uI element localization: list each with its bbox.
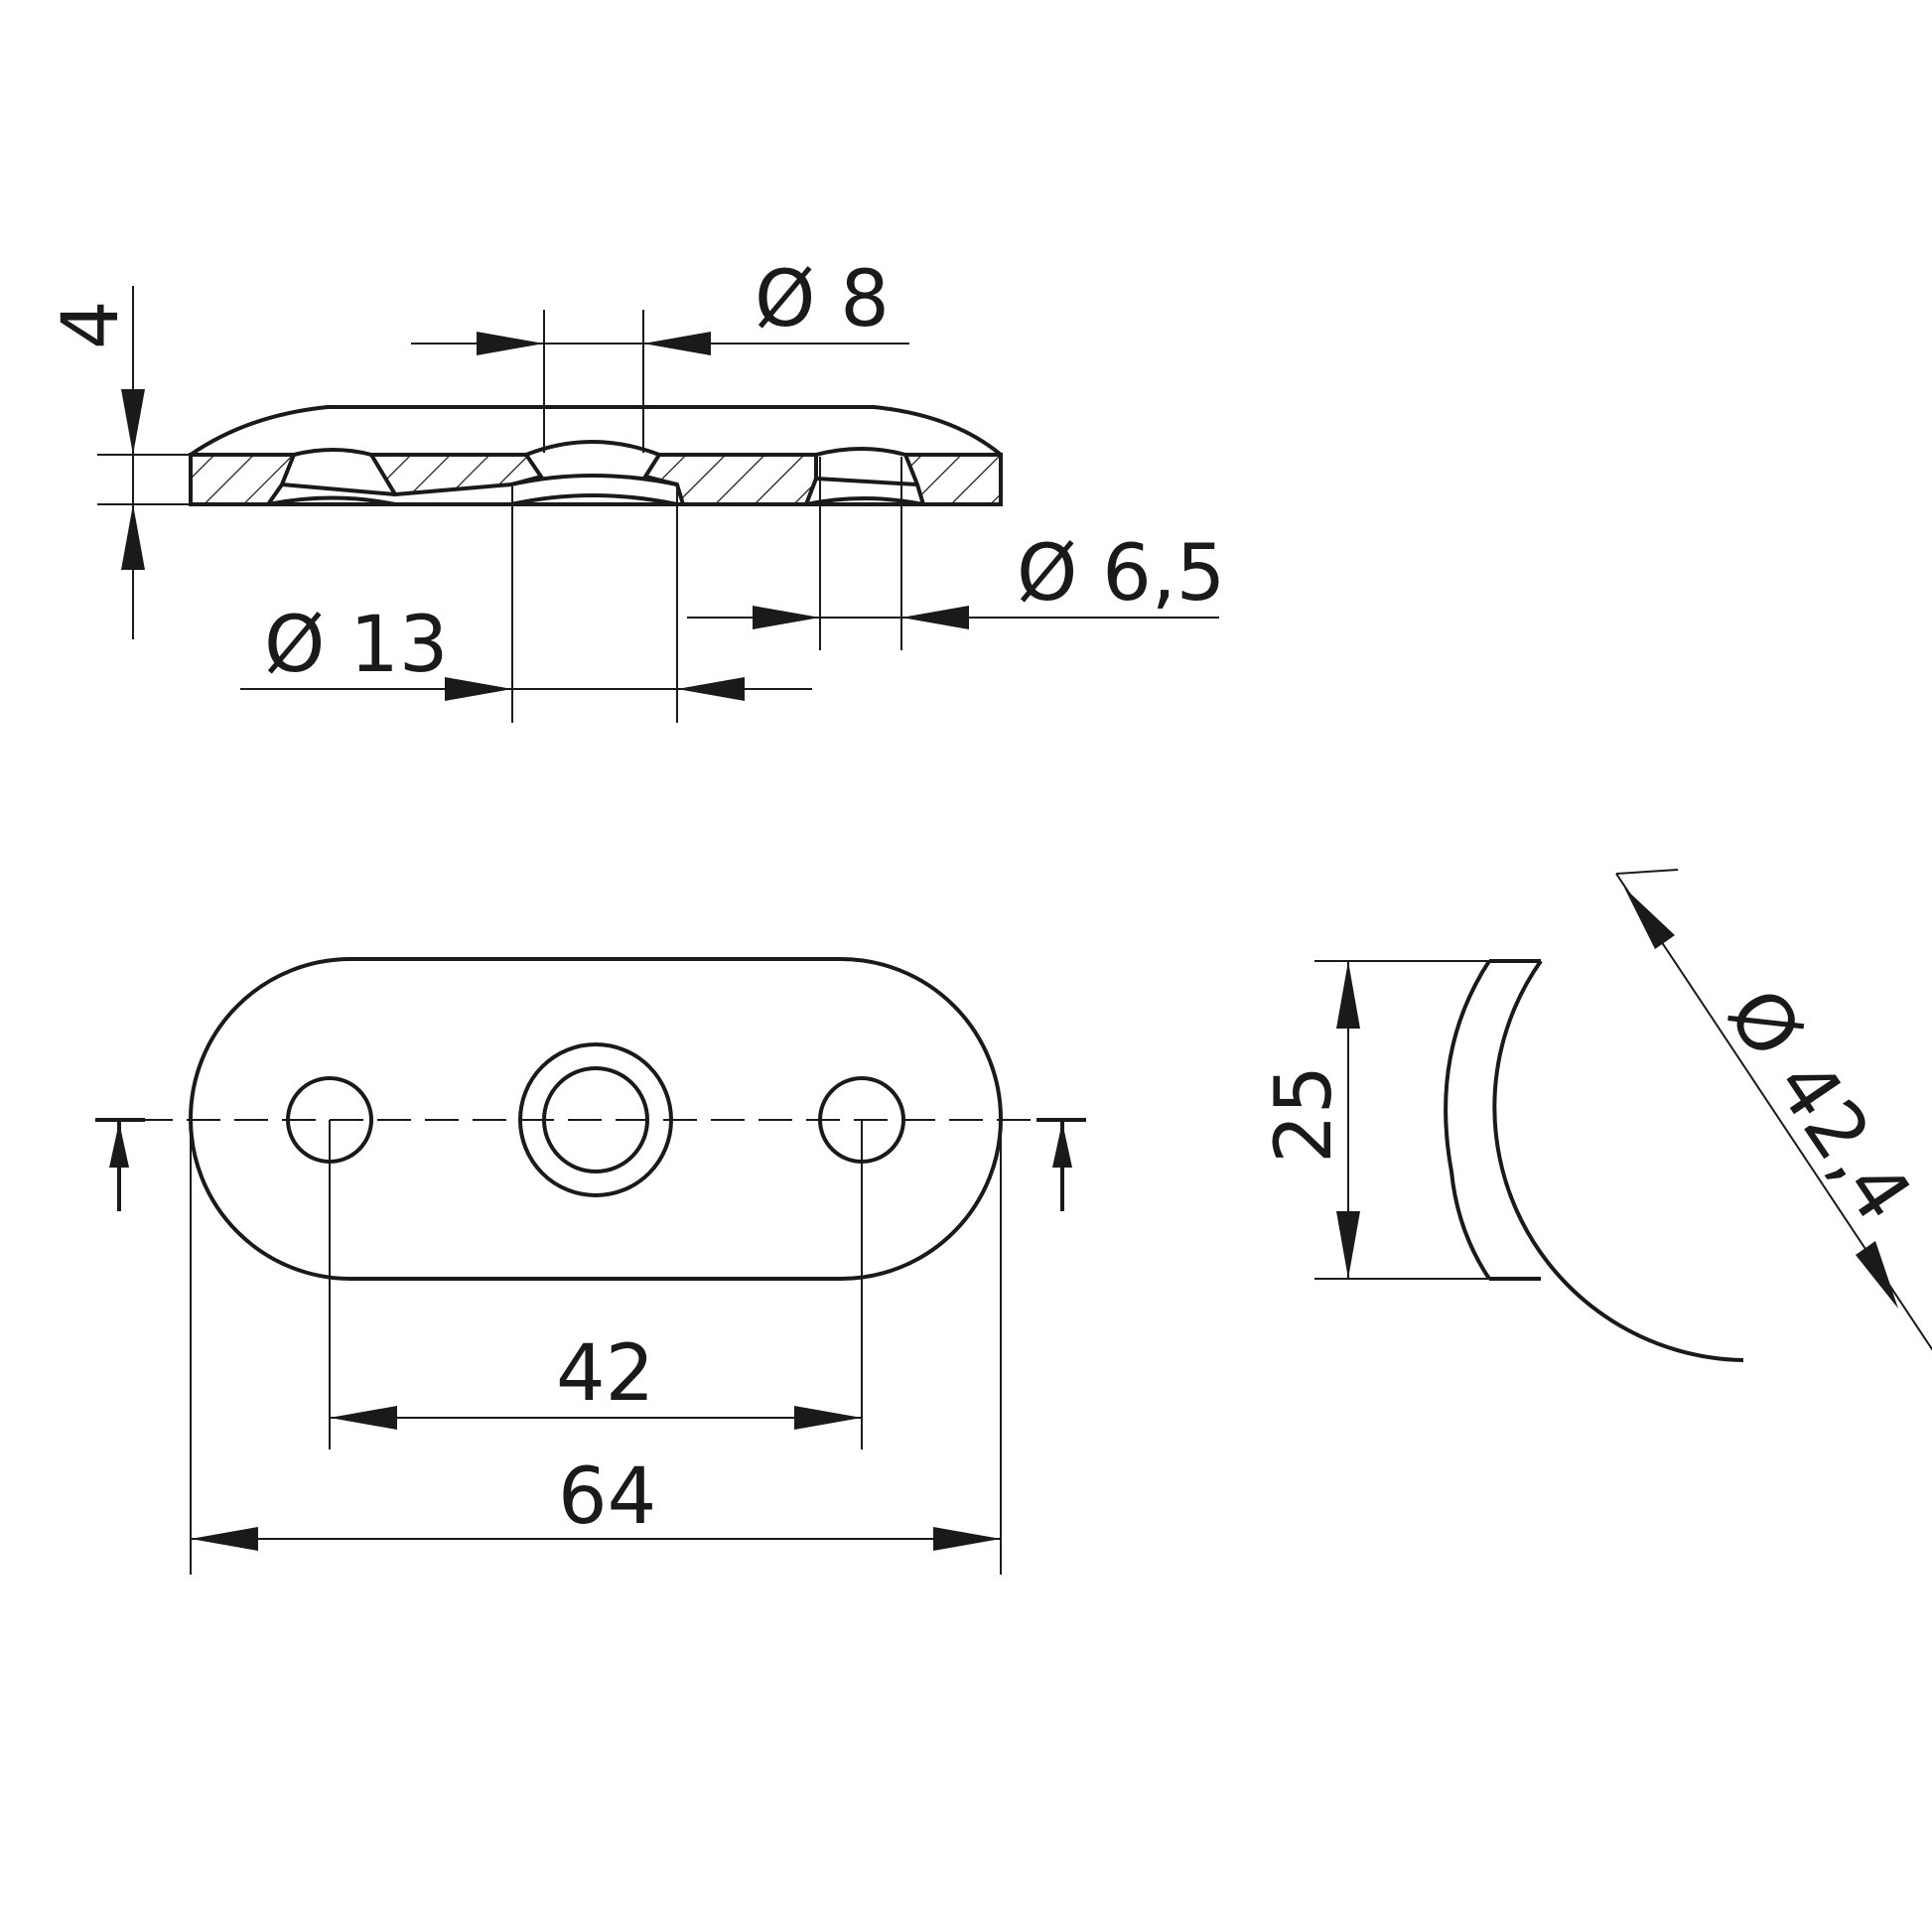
- dim-boss-diameter-label: Ø 13: [264, 601, 448, 690]
- section-view: [97, 310, 1003, 723]
- dim-bore-diameter-label: Ø 8: [755, 255, 890, 345]
- dim-boss-diameter: Ø 13: [240, 601, 812, 701]
- section-piece-left: [189, 453, 297, 506]
- dim-rail-diameter: Ø 42,4: [1615, 869, 1932, 1351]
- dim-width-label: 25: [1260, 1065, 1349, 1164]
- dim-bore-diameter: Ø 8: [411, 255, 909, 355]
- dim-thickness-label: 4: [47, 300, 136, 349]
- dim-hole-spacing-label: 42: [556, 1329, 654, 1419]
- dim-mount-hole-diameter-label: Ø 6,5: [1017, 529, 1225, 619]
- left-hole-outline: [267, 448, 396, 506]
- dim-overall-length-label: 64: [558, 1452, 656, 1542]
- dim-overall-length: 64: [191, 1452, 1001, 1551]
- side-plate-outline: [1444, 959, 1541, 1281]
- rail-arc: [1492, 959, 1744, 1362]
- dim-rail-diameter-label: Ø 42,4: [1710, 973, 1928, 1237]
- side-view: [1314, 959, 1744, 1362]
- section-piece-left-mid: [367, 453, 545, 497]
- dim-mount-hole-diameter: Ø 6,5: [687, 529, 1225, 629]
- section-piece-right-mid: [641, 453, 818, 506]
- plan-view: [95, 957, 1086, 1575]
- dim-hole-spacing: 42: [330, 1329, 862, 1430]
- dim-thickness: 4: [47, 286, 145, 639]
- dim-width: 25: [1260, 961, 1360, 1279]
- dome-profile: [189, 405, 1003, 457]
- section-piece-right: [902, 453, 1003, 506]
